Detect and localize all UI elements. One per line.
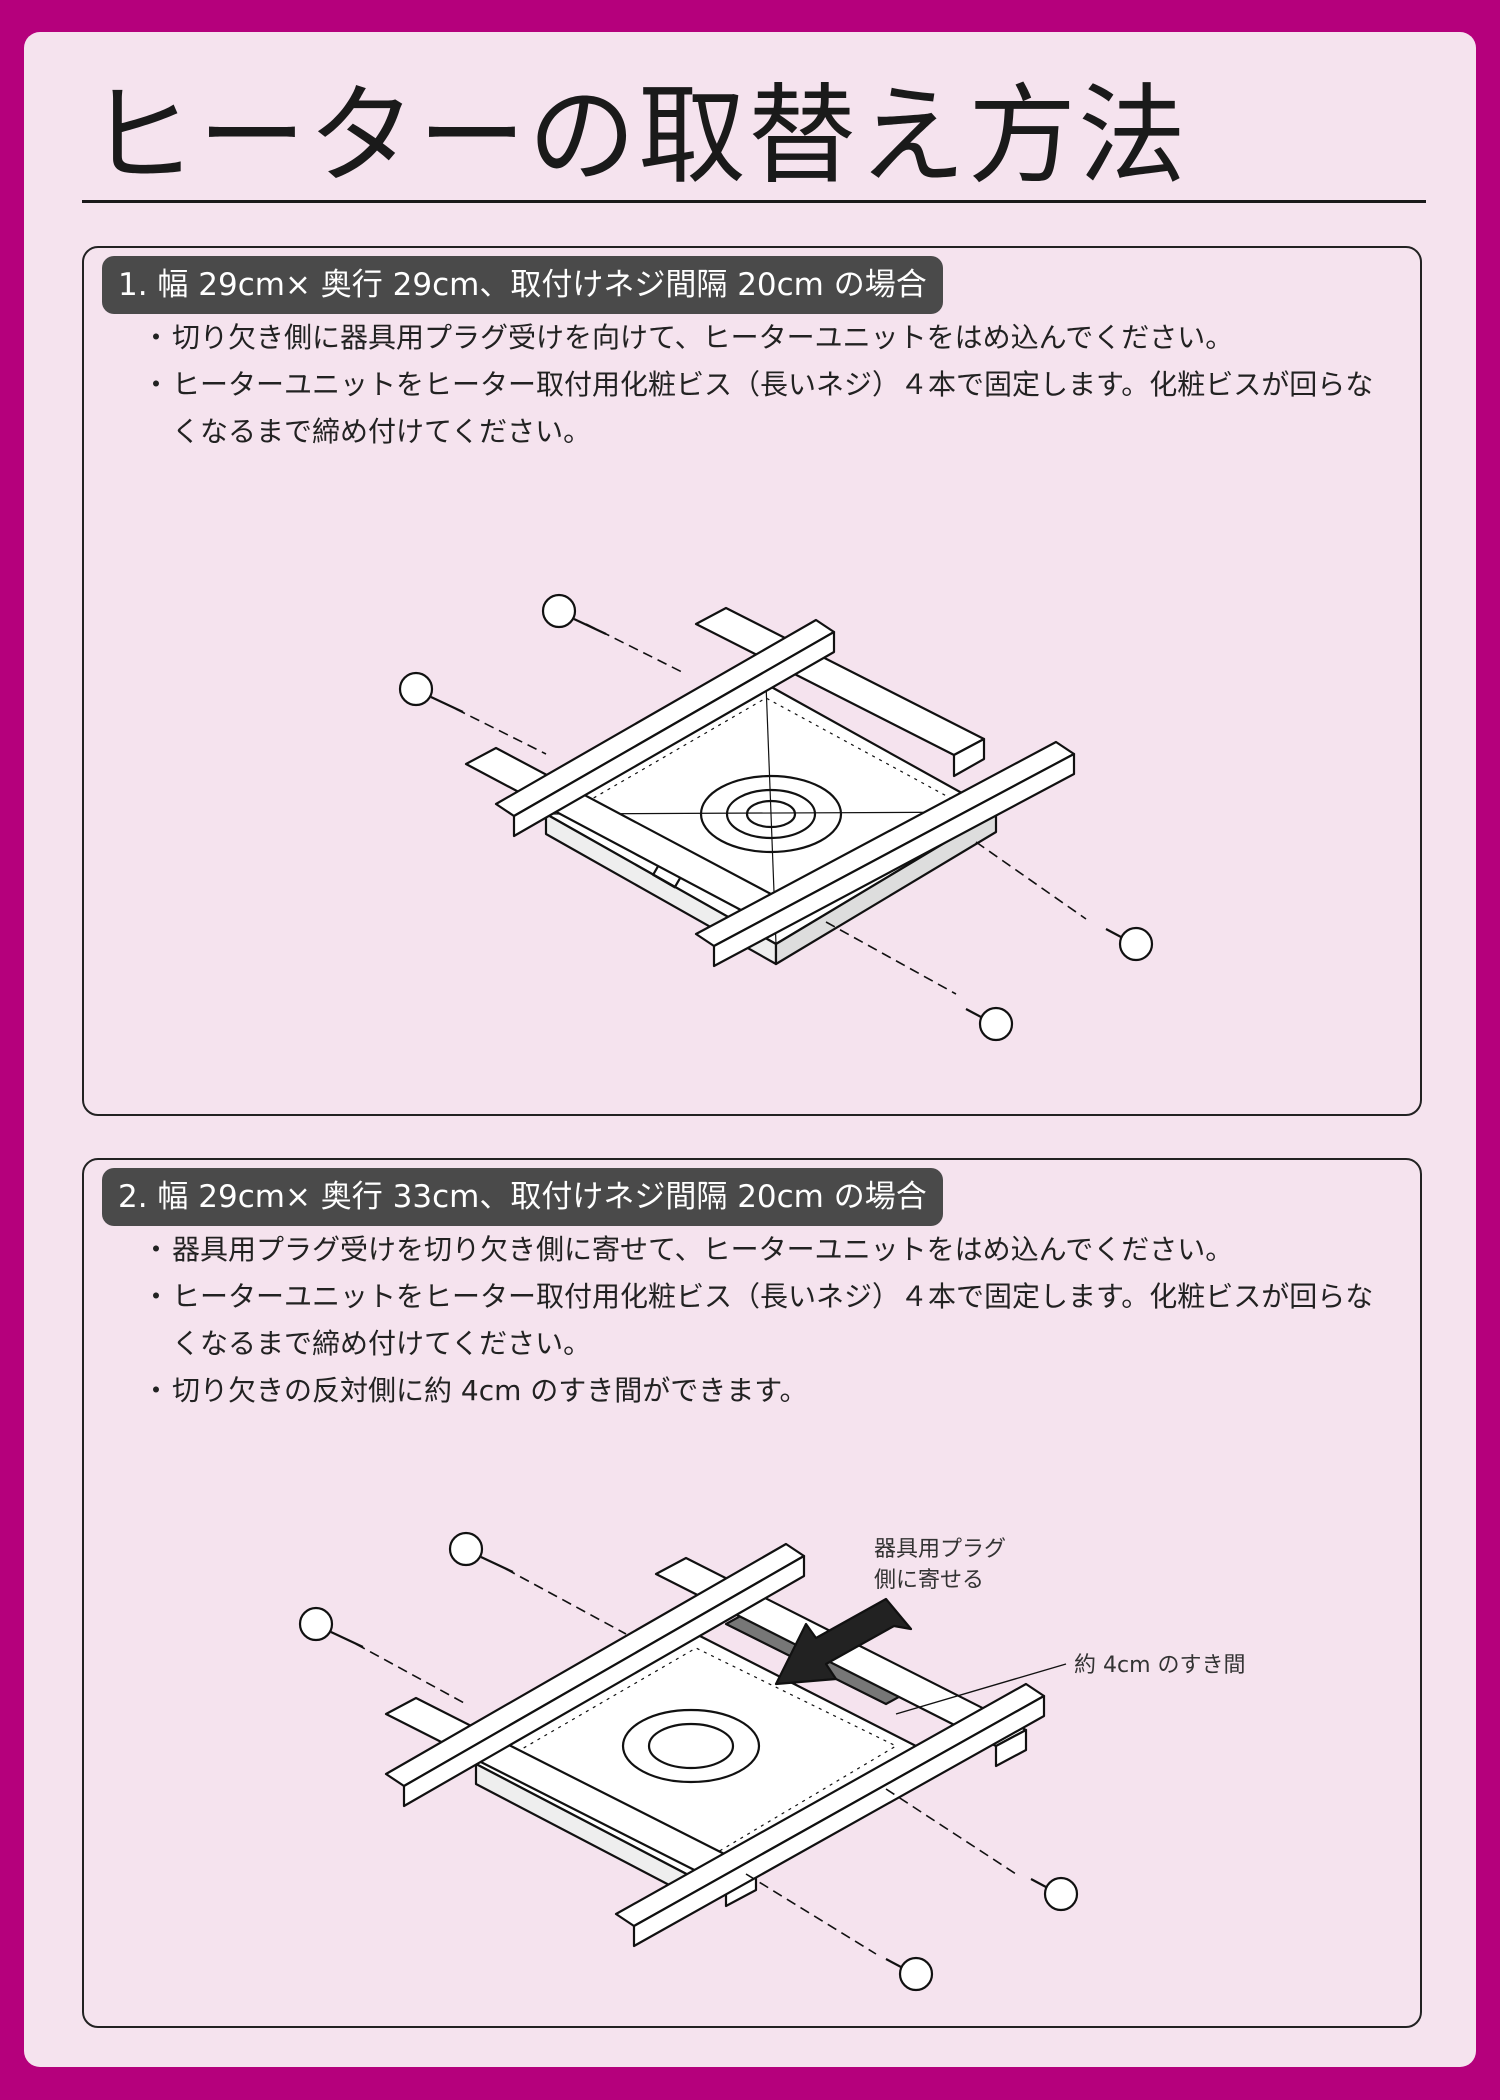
section-1-heading: 1. 幅 29cm× 奥行 29cm、取付けネジ間隔 20cm の場合 [102,256,943,314]
section-1: 1. 幅 29cm× 奥行 29cm、取付けネジ間隔 20cm の場合 切り欠き… [82,246,1422,1116]
screw-icon [298,1531,1079,1992]
wood-frame [384,1542,1046,1948]
heater-install-diagram-2 [298,1531,1079,1992]
gap-label: 約 4cm のすき間 [1074,1653,1246,1678]
section-2-heading: 2. 幅 29cm× 奥行 33cm、取付けネジ間隔 20cm の場合 [102,1168,943,1226]
page: ヒーターの取替え方法 1. 幅 29cm× 奥行 29cm、取付けネジ間隔 20… [24,32,1476,2067]
section-2-instructions: 器具用プラグ受けを切り欠き側に寄せて、ヒーターユニットをはめ込んでください。 ヒ… [142,1226,1386,1414]
arrow-icon [774,1597,913,1686]
screw-icon [398,593,1154,1042]
instruction-item: 切り欠きの反対側に約 4cm のすき間ができます。 [142,1367,1386,1414]
heater-install-diagram-1 [398,593,1154,1042]
section-2: 2. 幅 29cm× 奥行 33cm、取付けネジ間隔 20cm の場合 器具用プ… [82,1158,1422,2028]
plug-side-label-line1: 器具用プラグ [874,1537,1007,1562]
wood-frame [464,606,1076,968]
plug-side-label-line2: 側に寄せる [874,1568,985,1593]
screw-lines [355,1568,1017,1955]
instruction-item: ヒーターユニットをヒーター取付用化粧ビス（長いネジ）４本で固定します。化粧ビスが… [142,1273,1386,1367]
section-1-instructions: 切り欠き側に器具用プラグ受けを向けて、ヒーターユニットをはめ込んでください。 ヒ… [142,314,1386,455]
instruction-item: 器具用プラグ受けを切り欠き側に寄せて、ヒーターユニットをはめ込んでください。 [142,1226,1386,1273]
instruction-item: 切り欠き側に器具用プラグ受けを向けて、ヒーターユニットをはめ込んでください。 [142,314,1386,361]
page-title: ヒーターの取替え方法 [88,74,1189,199]
leader-line [895,1663,1067,1715]
title-rule [82,200,1426,203]
instruction-item: ヒーターユニットをヒーター取付用化粧ビス（長いネジ）４本で固定します。化粧ビスが… [142,361,1386,455]
plug-side-label: 器具用プラグ 側に寄せる [874,1534,1006,1596]
